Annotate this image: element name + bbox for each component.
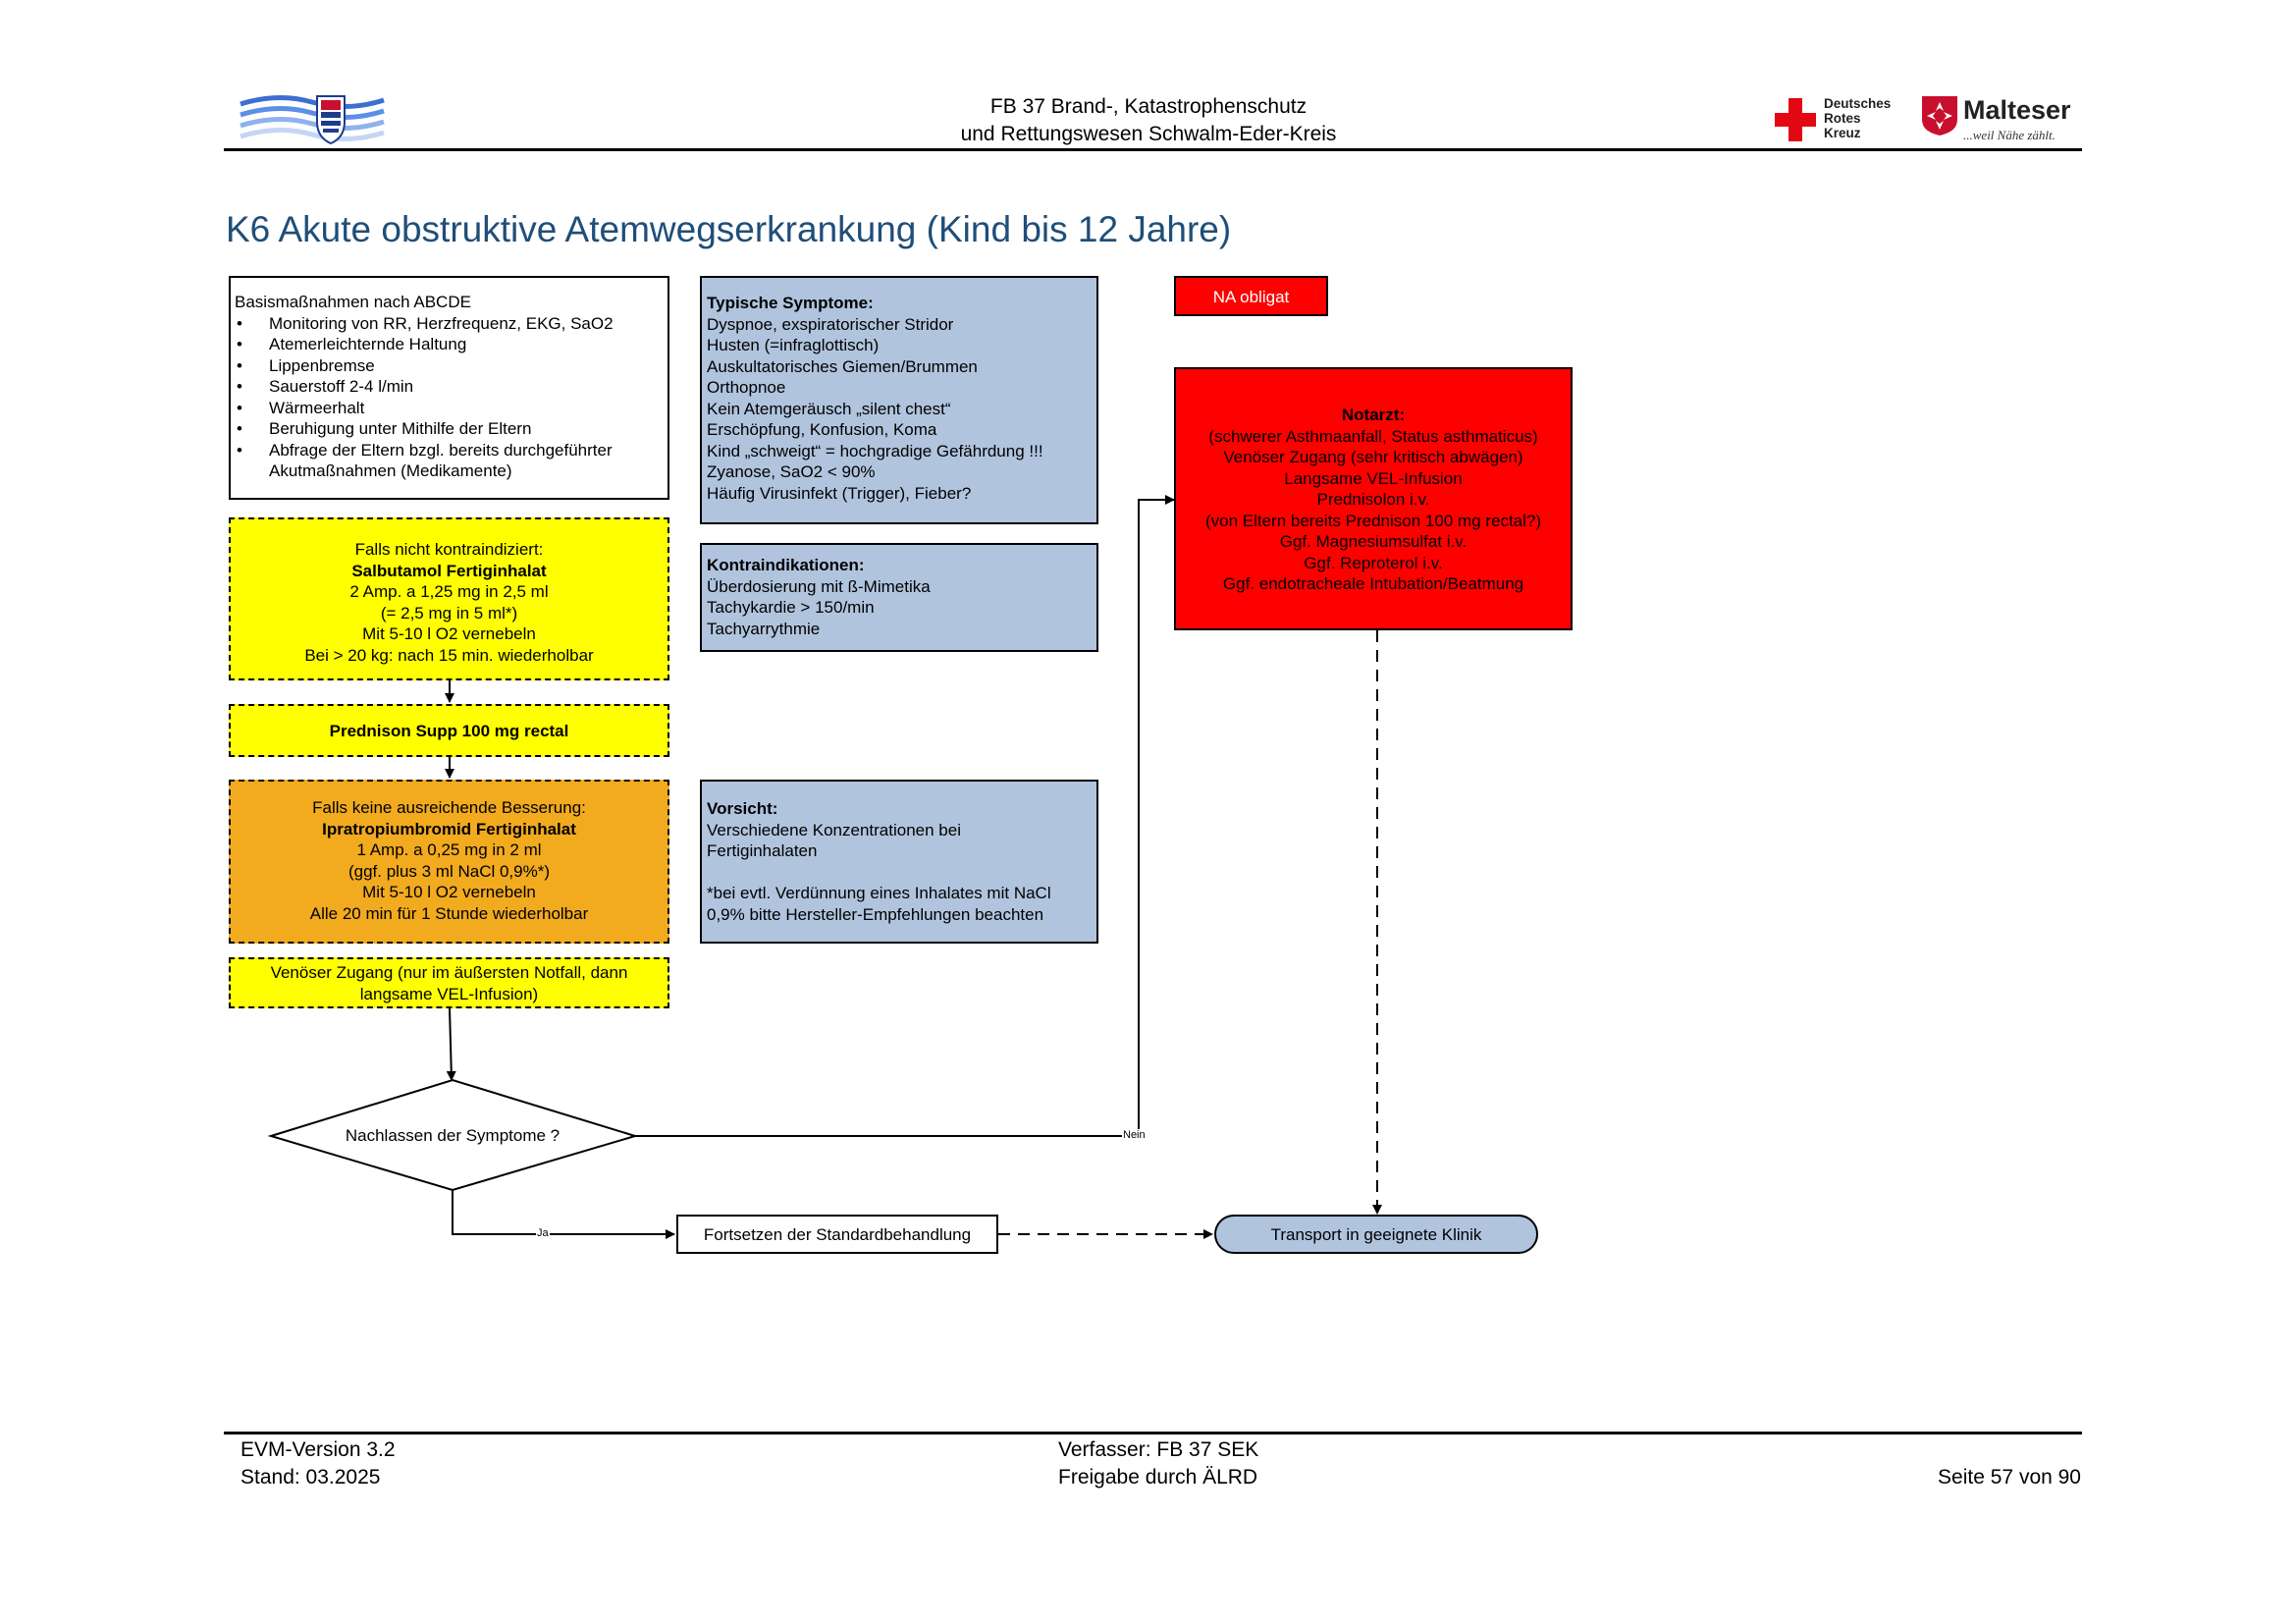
red-cross-icon bbox=[1775, 98, 1816, 141]
drk-line2: Rotes bbox=[1824, 111, 1861, 126]
contra-heading: Kontraindikationen: bbox=[707, 556, 865, 574]
symptom-line: Auskultatorisches Giemen/Brummen bbox=[707, 356, 978, 376]
footer-version: EVM-Version 3.2 bbox=[240, 1438, 396, 1461]
salbutamol-line: Mit 5-10 l O2 vernebeln bbox=[362, 624, 536, 643]
na-obligat-badge: NA obligat bbox=[1174, 276, 1328, 316]
caution-line bbox=[707, 862, 1093, 884]
list-item: Beruhigung unter Mithilfe der Eltern bbox=[235, 418, 664, 440]
symptom-line: Husten (=infraglottisch) bbox=[707, 336, 880, 354]
salbutamol-line: 2 Amp. a 1,25 mg in 2,5 ml bbox=[349, 582, 549, 601]
ipratropium-line: Mit 5-10 l O2 vernebeln bbox=[362, 883, 536, 901]
district-logo bbox=[239, 88, 386, 145]
symptom-line: Kein Atemgeräusch „silent chest“ bbox=[707, 399, 951, 418]
notarzt-box: Notarzt: (schwerer Asthmaanfall, Status … bbox=[1174, 367, 1573, 630]
salbutamol-line: (= 2,5 mg in 5 ml*) bbox=[380, 603, 518, 623]
arrow-venous-to-decision bbox=[446, 1007, 456, 1081]
list-item: Abfrage der Eltern bzgl. bereits durchge… bbox=[235, 440, 664, 482]
basis-measures-box: Basismaßnahmen nach ABCDE Monitoring von… bbox=[229, 276, 669, 500]
header-org-line1: FB 37 Brand-, Katastrophenschutz bbox=[989, 95, 1308, 118]
malteser-slogan: ...weil Nähe zählt. bbox=[1963, 128, 2056, 142]
venous-access-box: Venöser Zugang (nur im äußersten Notfall… bbox=[229, 957, 669, 1008]
symptom-line: Häufig Virusinfekt (Trigger), Fieber? bbox=[707, 483, 972, 503]
caution-line: Verschiedene Konzentrationen bei bbox=[707, 820, 961, 839]
notarzt-line: Ggf. Reproterol i.v. bbox=[1304, 553, 1443, 572]
symptoms-box: Typische Symptome: Dyspnoe, exspiratoris… bbox=[700, 276, 1098, 524]
ipratropium-box: Falls keine ausreichende Besserung: Ipra… bbox=[229, 780, 669, 944]
notarzt-line: (von Eltern bereits Prednison 100 mg rec… bbox=[1204, 511, 1542, 530]
prednison-label: Prednison Supp 100 mg rectal bbox=[329, 722, 569, 740]
drk-logo: Deutsches Rotes Kreuz bbox=[1775, 96, 1912, 143]
transport-label: Transport in geeignete Klinik bbox=[1270, 1225, 1482, 1244]
contra-line: Tachyarrythmie bbox=[707, 619, 821, 638]
list-item: Atemerleichternde Haltung bbox=[235, 334, 664, 355]
salbutamol-line: Bei > 20 kg: nach 15 min. wiederholbar bbox=[304, 645, 594, 665]
symptom-line: Dyspnoe, exspiratorischer Stridor bbox=[707, 314, 954, 334]
header-org-line2: und Rettungswesen Schwalm-Eder-Kreis bbox=[960, 123, 1337, 145]
footer-stand: Stand: 03.2025 bbox=[240, 1466, 381, 1489]
notarzt-line: (schwerer Asthmaanfall, Status asthmatic… bbox=[1208, 426, 1538, 446]
header-org: FB 37 Brand-, Katastrophenschutz und Ret… bbox=[854, 93, 1443, 148]
notarzt-heading: Notarzt: bbox=[1341, 406, 1406, 424]
notarzt-line: Langsame VEL-Infusion bbox=[1284, 468, 1463, 488]
transport-terminal: Transport in geeignete Klinik bbox=[1214, 1215, 1538, 1254]
salbutamol-condition: Falls nicht kontraindiziert: bbox=[354, 540, 544, 559]
arrow-ja-to-continue bbox=[452, 1190, 675, 1239]
arrow-nein-to-notarzt bbox=[635, 495, 1175, 1137]
ipratropium-condition: Falls keine ausreichende Besserung: bbox=[312, 798, 586, 817]
venous-line: Venöser Zugang (nur im äußersten Notfall… bbox=[270, 963, 628, 982]
list-item: Lippenbremse bbox=[235, 355, 664, 377]
notarzt-line: Ggf. endotracheale Intubation/Beatmung bbox=[1222, 574, 1524, 593]
basis-list: Monitoring von RR, Herzfrequenz, EKG, Sa… bbox=[235, 313, 664, 482]
list-item: Wärmeerhalt bbox=[235, 398, 664, 419]
symptom-line: Kind „schweigt“ = hochgradige Gefährdung… bbox=[707, 441, 1043, 460]
symptoms-heading: Typische Symptome: bbox=[707, 294, 874, 312]
notarzt-line: Ggf. Magnesiumsulfat i.v. bbox=[1279, 532, 1468, 551]
malteser-logo: Malteser ...weil Nähe zählt. bbox=[1922, 94, 2079, 145]
ipratropium-line: 1 Amp. a 0,25 mg in 2 ml bbox=[356, 840, 542, 859]
header-divider bbox=[224, 148, 2082, 151]
prednison-box: Prednison Supp 100 mg rectal bbox=[229, 704, 669, 757]
ipratropium-heading: Ipratropiumbromid Fertiginhalat bbox=[322, 819, 576, 839]
caution-heading: Vorsicht: bbox=[707, 799, 778, 818]
malteser-name: Malteser bbox=[1963, 95, 2071, 125]
notarzt-line: Prednisolon i.v. bbox=[1316, 490, 1430, 509]
footer-page-number: Seite 57 von 90 bbox=[1938, 1466, 2081, 1489]
continue-standard-label: Fortsetzen der Standardbehandlung bbox=[703, 1225, 972, 1244]
ipratropium-line: (ggf. plus 3 ml NaCl 0,9%*) bbox=[347, 861, 551, 881]
contraindications-box: Kontraindikationen: Überdosierung mit ß-… bbox=[700, 543, 1098, 652]
list-item: Sauerstoff 2-4 l/min bbox=[235, 376, 664, 398]
footer-divider bbox=[224, 1432, 2082, 1435]
na-obligat-label: NA obligat bbox=[1212, 288, 1290, 306]
salbutamol-heading: Salbutamol Fertiginhalat bbox=[351, 561, 547, 580]
caution-line: Fertiginhalaten bbox=[707, 841, 818, 860]
symptom-line: Zyanose, SaO2 < 90% bbox=[707, 462, 876, 481]
edge-label-ja: Ja bbox=[536, 1227, 550, 1239]
edge-label-nein: Nein bbox=[1122, 1129, 1147, 1141]
ipratropium-line: Alle 20 min für 1 Stunde wiederholbar bbox=[309, 903, 589, 923]
caution-line: 0,9% bitte Hersteller-Empfehlungen beach… bbox=[707, 904, 1044, 924]
symptom-line: Erschöpfung, Konfusion, Koma bbox=[707, 420, 937, 439]
contra-line: Tachykardie > 150/min bbox=[707, 598, 875, 617]
drk-line1: Deutsches bbox=[1824, 96, 1892, 111]
basis-heading: Basismaßnahmen nach ABCDE bbox=[235, 293, 471, 311]
decision-diamond bbox=[267, 1078, 639, 1192]
page-title: K6 Akute obstruktive Atemwegserkrankung … bbox=[226, 209, 1232, 249]
decision-label: Nachlassen der Symptome ? bbox=[345, 1126, 561, 1145]
footer-author: Verfasser: FB 37 SEK bbox=[1058, 1438, 1259, 1461]
salbutamol-box: Falls nicht kontraindiziert: Salbutamol … bbox=[229, 517, 669, 680]
symptom-line: Orthopnoe bbox=[707, 378, 786, 397]
venous-line: langsame VEL-Infusion) bbox=[359, 984, 539, 1003]
continue-standard-box: Fortsetzen der Standardbehandlung bbox=[676, 1215, 998, 1254]
caution-line: *bei evtl. Verdünnung eines Inhalates mi… bbox=[707, 884, 1051, 902]
notarzt-line: Venöser Zugang (sehr kritisch abwägen) bbox=[1223, 448, 1523, 466]
malteser-cross-icon bbox=[1922, 96, 1957, 135]
drk-line3: Kreuz bbox=[1824, 126, 1861, 140]
list-item: Monitoring von RR, Herzfrequenz, EKG, Sa… bbox=[235, 313, 664, 335]
footer-center: Verfasser: FB 37 SEK Freigabe durch ÄLRD bbox=[1058, 1436, 1258, 1491]
footer-left: EVM-Version 3.2 Stand: 03.2025 bbox=[240, 1436, 396, 1491]
contra-line: Überdosierung mit ß-Mimetika bbox=[707, 576, 931, 596]
caution-box: Vorsicht: Verschiedene Konzentrationen b… bbox=[700, 780, 1098, 944]
footer-approval: Freigabe durch ÄLRD bbox=[1058, 1466, 1258, 1489]
